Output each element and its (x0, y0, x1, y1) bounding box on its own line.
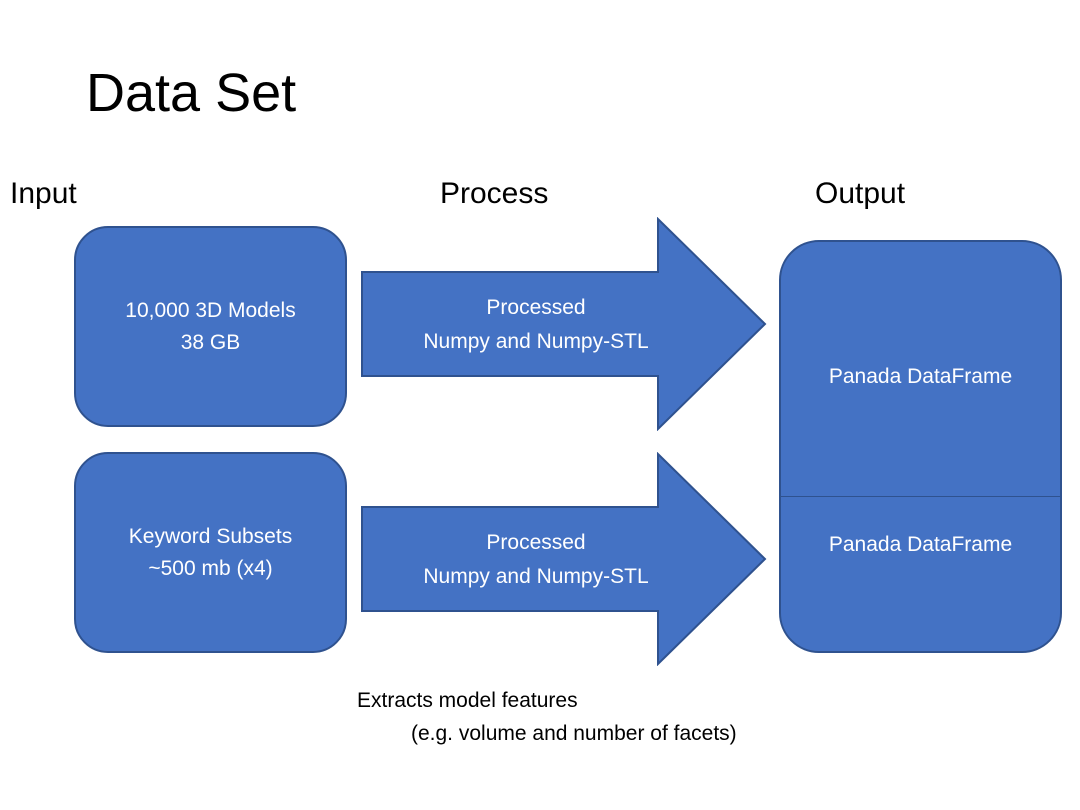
column-header-process: Process (440, 177, 549, 210)
output-dataframe-label: Panada DataFrame (828, 533, 1013, 556)
column-header-output: Output (815, 177, 906, 210)
process-arrow-line: Numpy and Numpy-STL (423, 565, 649, 588)
input-box-3d-models: 10,000 3D Models 38 GB (74, 226, 347, 427)
output-box-dataframes: Panada DataFrame Panada DataFrame (779, 240, 1062, 653)
process-note: Extracts model features (357, 689, 578, 712)
input-box-line: ~500 mb (x4) (148, 556, 273, 580)
input-box-line: 10,000 3D Models (125, 298, 296, 322)
process-arrow-label: Processed Numpy and Numpy-STL (360, 526, 712, 594)
input-box-keyword-subsets: Keyword Subsets ~500 mb (x4) (74, 452, 347, 653)
process-arrow: Processed Numpy and Numpy-STL (360, 217, 768, 431)
process-arrow-line: Processed (486, 531, 586, 554)
process-arrow-line: Processed (486, 296, 586, 319)
process-arrow-line: Numpy and Numpy-STL (423, 330, 649, 353)
process-arrow: Processed Numpy and Numpy-STL (360, 452, 768, 666)
output-dataframe-label: Panada DataFrame (828, 365, 1013, 388)
column-header-input: Input (10, 177, 77, 210)
right-arrow-shape (361, 452, 767, 666)
input-box-line: Keyword Subsets (128, 524, 293, 548)
right-arrow-shape (361, 217, 767, 431)
output-divider (781, 496, 1060, 497)
input-box-line: 38 GB (180, 330, 241, 354)
process-note-example: (e.g. volume and number of facets) (411, 722, 737, 745)
slide-title: Data Set (86, 63, 297, 123)
process-arrow-label: Processed Numpy and Numpy-STL (360, 291, 712, 359)
